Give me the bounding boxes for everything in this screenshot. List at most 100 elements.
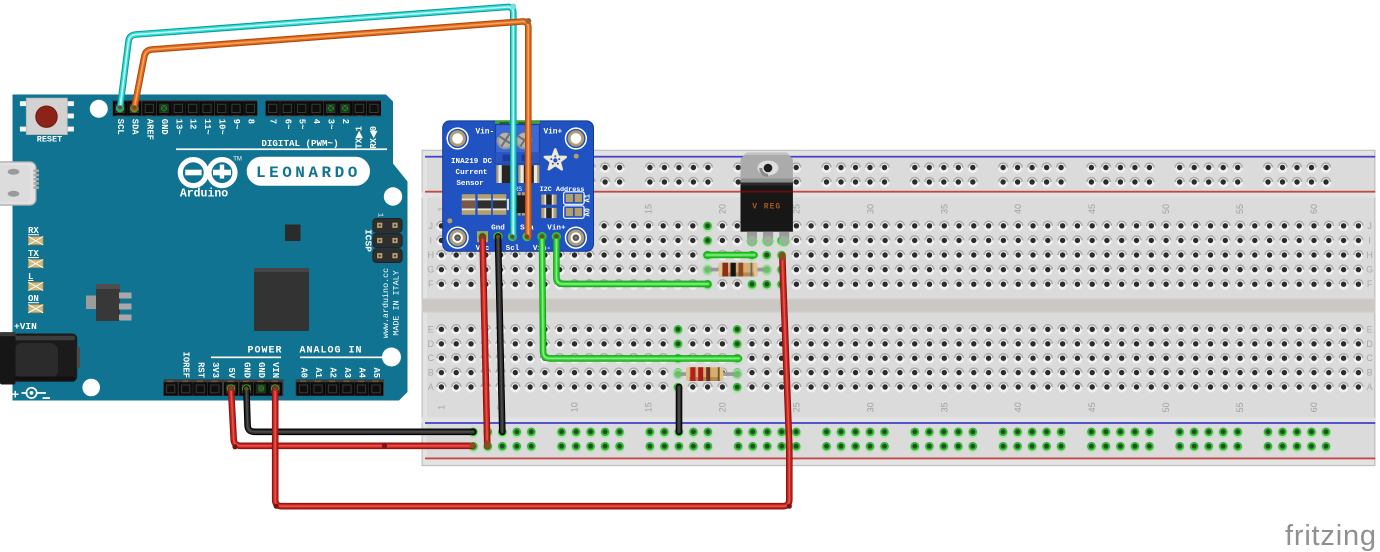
svg-text:ICSP: ICSP: [363, 229, 374, 252]
svg-text:20: 20: [717, 204, 727, 214]
svg-text:C: C: [428, 353, 435, 363]
svg-text:9~: 9~: [231, 119, 241, 130]
svg-text:8: 8: [245, 119, 255, 124]
svg-text:15: 15: [644, 204, 654, 214]
svg-text:VIN: VIN: [270, 362, 280, 378]
svg-text:V REG: V REG: [752, 203, 781, 212]
svg-text:J: J: [1367, 221, 1372, 231]
svg-text:7: 7: [268, 119, 278, 124]
svg-text:I: I: [430, 235, 433, 245]
svg-text:Arduino: Arduino: [180, 188, 228, 201]
svg-text:A0: A0: [585, 208, 593, 216]
svg-text:I: I: [1368, 235, 1371, 245]
svg-text:fritzing: fritzing: [1285, 520, 1377, 552]
svg-text:12: 12: [188, 119, 198, 130]
svg-text:POWER: POWER: [247, 346, 282, 357]
svg-text:RESET: RESET: [37, 134, 63, 144]
svg-text:45: 45: [1087, 402, 1097, 412]
svg-text:RST: RST: [195, 362, 205, 379]
svg-text:30: 30: [865, 402, 875, 412]
svg-text:20: 20: [717, 402, 727, 412]
svg-text:DIGITAL (PWM~): DIGITAL (PWM~): [261, 138, 338, 149]
svg-text:A5: A5: [371, 367, 381, 378]
svg-text:+: +: [12, 387, 20, 402]
svg-text:10~: 10~: [217, 119, 227, 135]
svg-text:G: G: [1366, 265, 1373, 275]
svg-text:H: H: [1366, 250, 1373, 260]
svg-text:1: 1: [436, 405, 446, 410]
svg-text:3~: 3~: [326, 119, 336, 130]
svg-text:ANALOG IN: ANALOG IN: [299, 346, 362, 357]
svg-text:11~: 11~: [202, 119, 212, 135]
svg-text:INA219 DC: INA219 DC: [451, 158, 492, 166]
svg-text:GND: GND: [159, 119, 169, 135]
svg-text:A: A: [428, 382, 434, 392]
svg-text:H: H: [428, 250, 435, 260]
svg-text:L: L: [28, 272, 33, 282]
svg-text:J: J: [429, 221, 434, 231]
svg-text:www.arduino.cc: www.arduino.cc: [381, 268, 391, 338]
svg-text:ON: ON: [28, 294, 39, 304]
svg-text:4: 4: [311, 119, 321, 125]
svg-text:A3: A3: [342, 367, 352, 378]
svg-text:Vin+: Vin+: [547, 225, 566, 233]
svg-text:A2: A2: [328, 367, 338, 378]
svg-text:6~: 6~: [282, 119, 292, 130]
svg-text:1: 1: [436, 206, 446, 211]
svg-text:B: B: [428, 368, 434, 378]
svg-text:Gnd: Gnd: [491, 225, 505, 233]
svg-text:Sensor: Sensor: [456, 180, 484, 188]
svg-text:25: 25: [791, 204, 801, 214]
svg-text:IOREF: IOREF: [181, 352, 191, 378]
svg-text:Vin+: Vin+: [543, 129, 562, 137]
svg-text:MADE IN ITALY: MADE IN ITALY: [391, 270, 401, 335]
svg-text:GND: GND: [241, 362, 251, 378]
svg-text:1: 1: [376, 213, 384, 217]
svg-text:10: 10: [570, 402, 580, 412]
svg-text:F: F: [1367, 279, 1373, 289]
svg-text:15: 15: [644, 402, 654, 412]
svg-text:F: F: [428, 279, 434, 289]
svg-text:A4: A4: [357, 367, 367, 378]
svg-text:G: G: [427, 265, 434, 275]
svg-text:5V: 5V: [226, 367, 236, 378]
svg-text:60: 60: [1309, 204, 1319, 214]
svg-text:30: 30: [865, 204, 875, 214]
svg-text:D: D: [428, 339, 435, 349]
svg-text:TX▶1: TX▶1: [354, 126, 364, 149]
svg-text:TX: TX: [28, 249, 39, 259]
svg-text:5~: 5~: [297, 119, 307, 130]
svg-text:2: 2: [340, 119, 350, 124]
svg-text:A1: A1: [585, 194, 593, 202]
svg-text:A: A: [1367, 382, 1373, 392]
svg-text:RX◀0: RX◀0: [369, 126, 379, 149]
svg-text:40: 40: [1013, 204, 1023, 214]
svg-text:LEONARDO: LEONARDO: [256, 164, 361, 182]
svg-text:40: 40: [1013, 402, 1023, 412]
svg-text:D: D: [1366, 339, 1373, 349]
svg-text:RX: RX: [28, 226, 39, 236]
svg-text:60: 60: [1309, 402, 1319, 412]
svg-text:B: B: [1367, 368, 1373, 378]
svg-text:55: 55: [1235, 402, 1245, 412]
svg-text:13~: 13~: [173, 119, 183, 135]
svg-text:A1: A1: [313, 367, 323, 378]
svg-text:50: 50: [1161, 402, 1171, 412]
svg-text:50: 50: [1161, 204, 1171, 214]
svg-text:Scl: Scl: [506, 245, 520, 253]
svg-text:SCL: SCL: [115, 119, 125, 135]
svg-text:E: E: [1367, 324, 1373, 334]
svg-text:A0: A0: [299, 367, 309, 378]
svg-text:TM: TM: [233, 157, 242, 163]
svg-text:GND: GND: [256, 362, 266, 378]
svg-text:45: 45: [1087, 204, 1097, 214]
svg-text:C: C: [1366, 353, 1373, 363]
svg-text:AREF: AREF: [144, 119, 154, 140]
svg-text:3V3: 3V3: [210, 362, 220, 378]
svg-text:35: 35: [939, 402, 949, 412]
svg-text:RS: RS: [514, 186, 522, 193]
svg-text:25: 25: [791, 402, 801, 412]
svg-text:35: 35: [939, 204, 949, 214]
svg-text:55: 55: [1235, 204, 1245, 214]
svg-text:E: E: [428, 324, 434, 334]
